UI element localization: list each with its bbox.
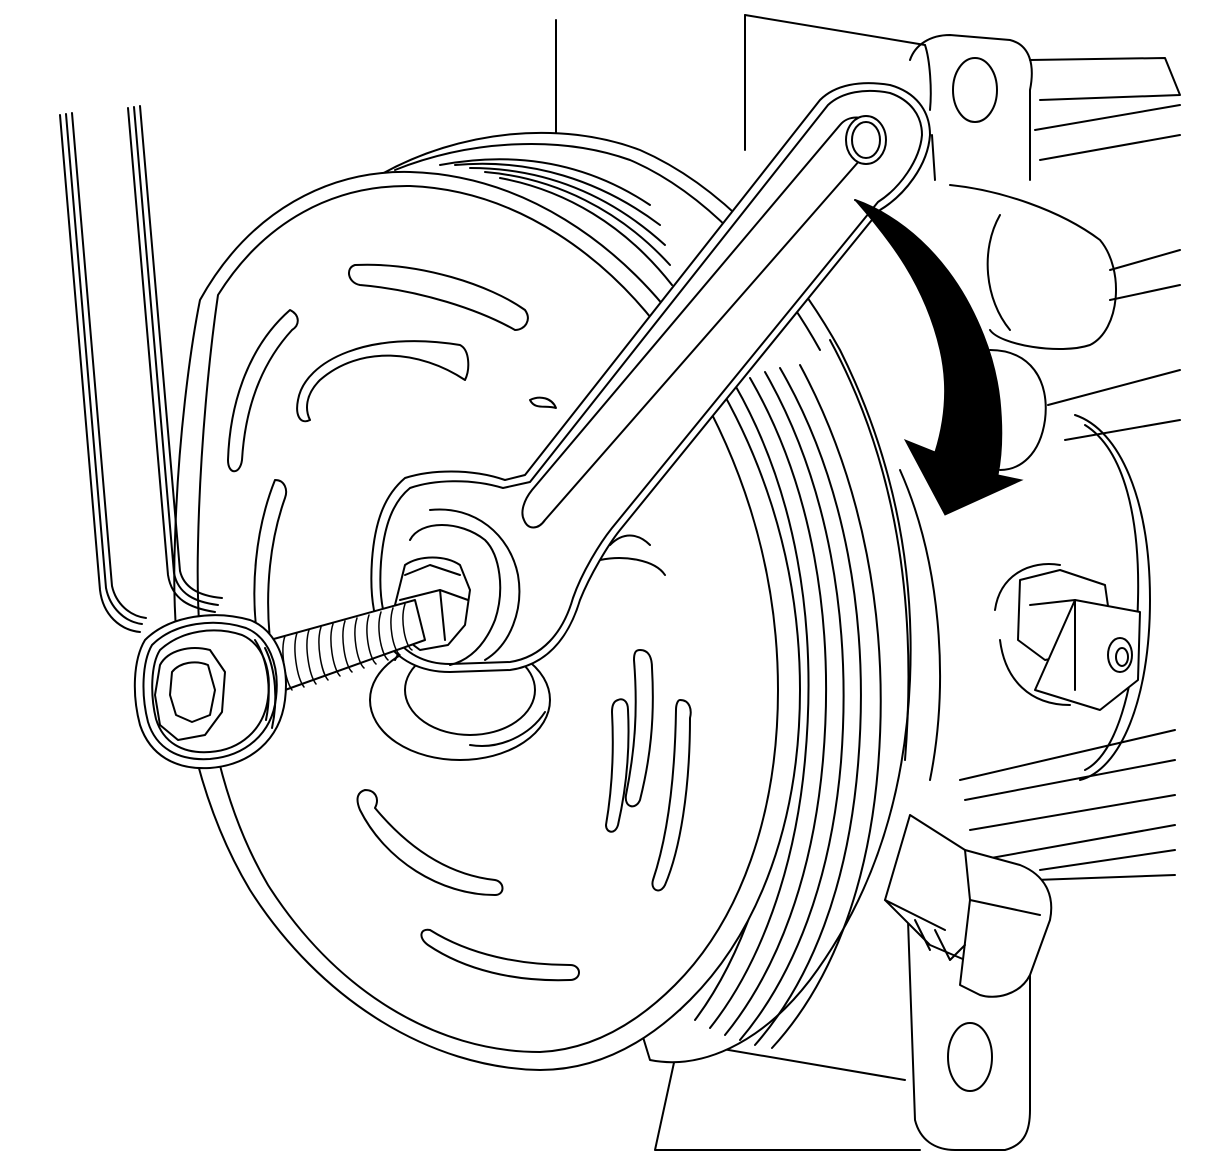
rear-nut [994, 563, 1141, 711]
clutch-slot [348, 263, 529, 331]
clutch-slot [651, 699, 692, 892]
remover-tool [59, 105, 287, 770]
holding-wrench [370, 82, 931, 673]
upper-mounting-bracket [909, 34, 1033, 181]
compressor-housing [555, 14, 1181, 881]
clutch-slot [420, 928, 580, 982]
clutch-slot [227, 309, 299, 473]
clutch-slot [605, 698, 630, 833]
clutch-slot [624, 649, 654, 808]
rotation-arrow [854, 199, 1024, 516]
forcing-screw [269, 599, 426, 691]
clutch-slot [356, 789, 504, 896]
electrical-connector [884, 814, 1053, 998]
clutch-slot [296, 340, 470, 423]
